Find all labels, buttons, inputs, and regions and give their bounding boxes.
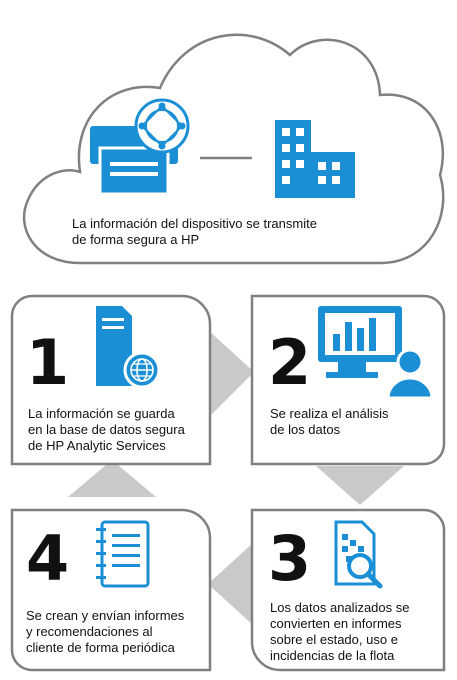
step-4-caption-line: y recomendaciones al <box>26 624 153 639</box>
step-3-caption-line: sobre el estado, uso e <box>270 632 398 647</box>
step-1-number: 1 <box>26 326 69 399</box>
step-3-caption-line: convierten en informes <box>270 616 402 631</box>
step-4-number: 4 <box>26 522 69 595</box>
step-3-caption-line: Los datos analizados se <box>270 600 410 615</box>
step-1-caption-line: en la base de datos segura <box>28 422 185 437</box>
arrow-1-to-2 <box>208 330 254 418</box>
step-3-box <box>250 508 446 672</box>
cloud-outline <box>22 33 445 265</box>
notebook-icon <box>96 520 150 588</box>
step-1-caption: La información se guarda en la base de d… <box>28 406 185 454</box>
arrow-4-to-1 <box>68 460 156 497</box>
step-2-caption-line: de los datos <box>270 422 341 437</box>
step-1-caption-line: La información se guarda <box>28 406 175 421</box>
step-4-caption-line: cliente de forma periódica <box>26 640 175 655</box>
step-4-caption-line: Se crean y envían informes <box>26 608 185 623</box>
step-3-number: 3 <box>268 522 311 595</box>
building-icon <box>275 120 355 198</box>
cloud-caption-line: La información del dispositivo se transm… <box>72 216 317 231</box>
step-2-caption-line: Se realiza el análisis <box>270 406 389 421</box>
document-magnifier-icon <box>334 520 383 589</box>
arrow-2-to-3 <box>316 466 404 505</box>
step-4-box <box>10 508 212 672</box>
step-2-caption: Se realiza el análisis de los datos <box>270 406 389 438</box>
globe-icon <box>134 98 190 154</box>
arrow-3-to-4 <box>208 542 254 626</box>
step-3-caption-line: incidencias de la flota <box>270 648 395 663</box>
server-globe-icon <box>96 306 161 389</box>
step-3-caption: Los datos analizados se convierten en in… <box>270 600 409 664</box>
cloud-caption-line: de forma segura a HP <box>72 232 200 247</box>
step-2-number: 2 <box>268 326 311 399</box>
step-1-caption-line: de HP Analytic Services <box>28 438 166 453</box>
step-4-caption: Se crean y envían informes y recomendaci… <box>26 608 184 656</box>
monitor-chart-user-icon <box>318 306 434 400</box>
cloud-caption: La información del dispositivo se transm… <box>72 216 317 248</box>
